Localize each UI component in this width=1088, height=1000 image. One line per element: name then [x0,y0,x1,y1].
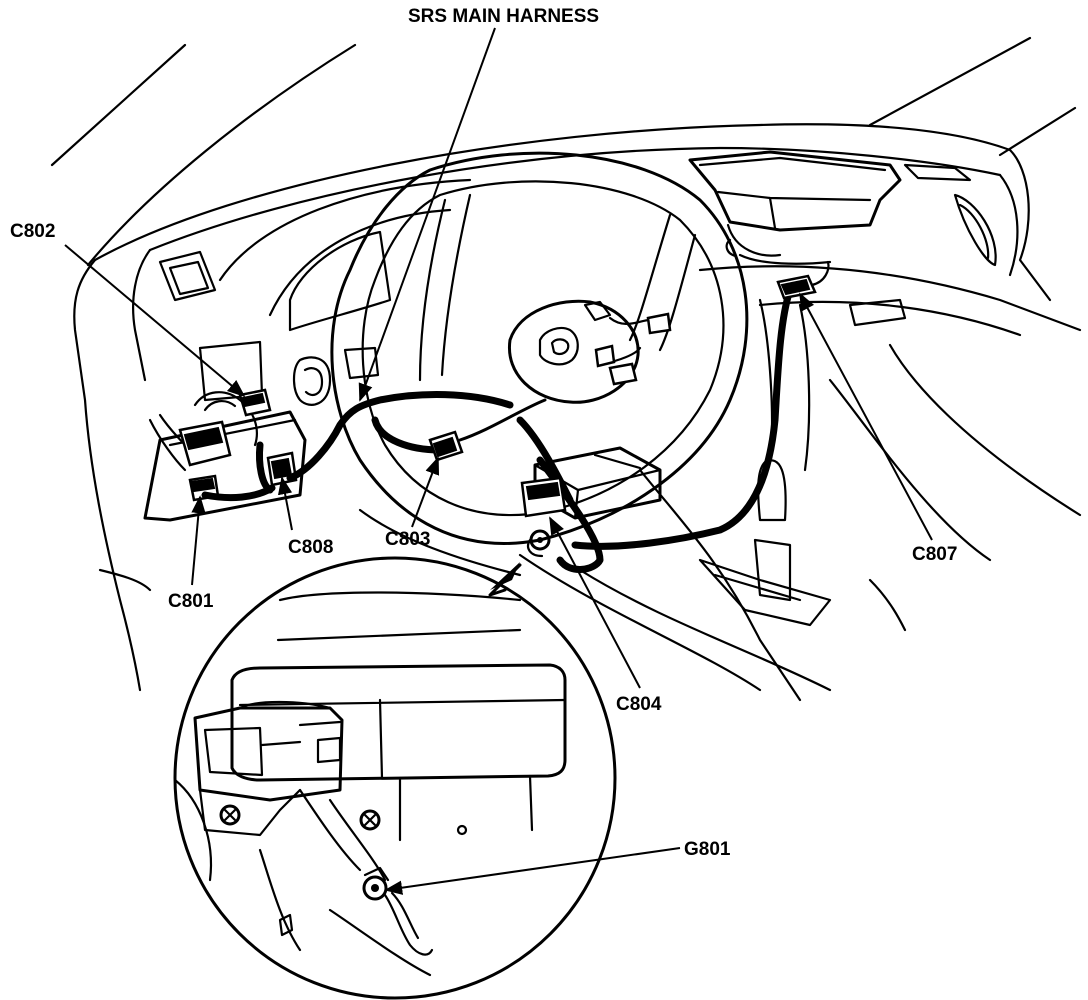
label-c802: C802 [10,221,55,242]
label-srs-main-harness: SRS MAIN HARNESS [408,6,599,27]
leader-lines [64,27,933,895]
label-c807: C807 [912,544,957,565]
connector-c802 [238,388,272,417]
detail-callout [173,556,617,1000]
label-c801: C801 [168,591,214,612]
detail-srs-unit [173,591,567,977]
label-g801: G801 [684,839,731,860]
label-c808: C808 [288,537,333,558]
dashboard-outline [50,36,1082,702]
connector-c801 [178,420,232,502]
ground-bolt [526,529,551,558]
label-c804: C804 [616,694,662,715]
label-c803: C803 [385,529,430,550]
connector-c808 [266,451,298,487]
passenger-airbag-module [688,150,902,265]
connector-c803 [428,430,464,462]
connector-c804 [520,476,567,518]
srs-main-harness [201,286,794,573]
